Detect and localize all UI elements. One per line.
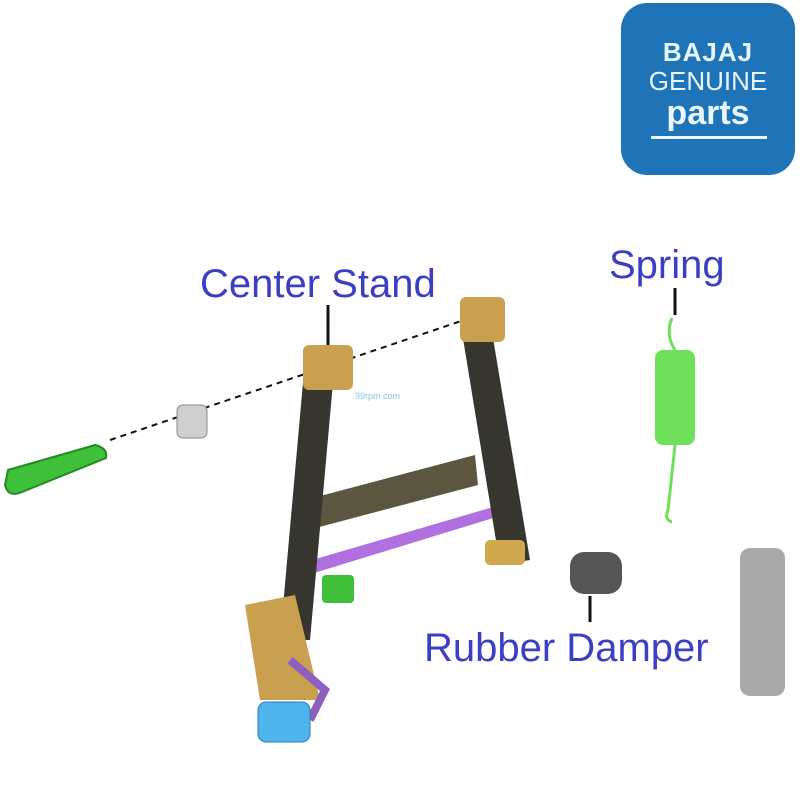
spring-label: Spring [609,243,725,287]
stand-foot [485,540,525,565]
logo-genuine: GENUINE [648,66,768,96]
pivot-pin [3,443,108,495]
logo-parts: parts [666,94,750,132]
logo-underline [651,136,767,139]
spring-hook-bracket [322,575,354,603]
alignment-dashed-line [109,317,471,441]
bushing [176,404,208,439]
spring-drawing [655,288,695,524]
stand-left-leg [280,360,335,640]
center-stand-label: Center Stand [200,262,436,306]
stand-right-bracket [460,297,505,342]
logo-brand: BAJAJ [662,37,754,67]
stand-left-bracket [303,345,353,390]
bajaj-genuine-parts-logo: BAJAJ GENUINE parts [621,3,795,175]
pedal-arm [287,656,330,722]
stand-right-leg [460,320,530,565]
stand-rod [295,505,503,578]
rubber-damper-drawing [570,552,622,622]
stand-crossbar [305,455,478,530]
stand-pedal [257,701,311,743]
sleeve-tube [740,548,785,696]
watermark: 99rpm.com [355,391,401,401]
rubber-damper-label: Rubber Damper [424,626,709,670]
